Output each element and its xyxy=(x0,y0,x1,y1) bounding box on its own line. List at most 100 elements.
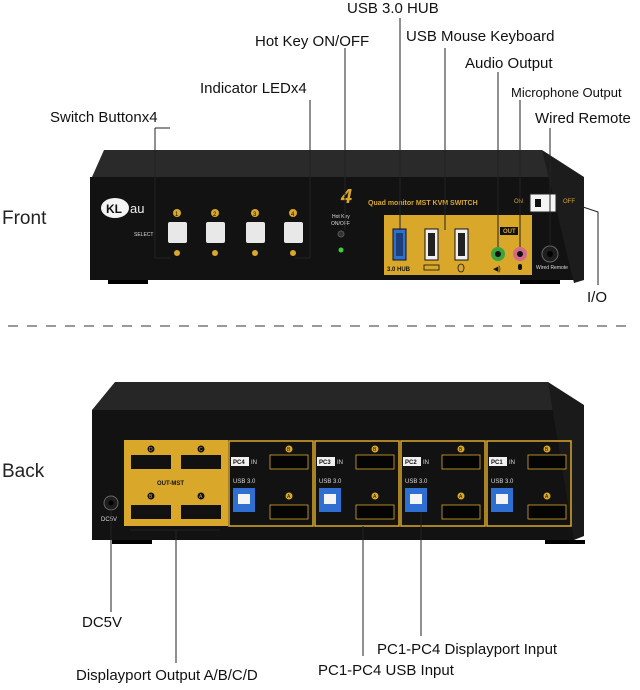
keyboard-icon xyxy=(423,264,440,271)
pc2-b-badge xyxy=(457,445,465,453)
pc2-label: PC2 xyxy=(405,460,417,466)
hotkey-label-1: Hot Key xyxy=(332,214,350,220)
dp-out-d[interactable] xyxy=(131,455,171,469)
switch-button-2[interactable] xyxy=(206,222,225,243)
pc1-usb-label: USB 3.0 xyxy=(491,479,514,485)
on-label: ON xyxy=(514,199,523,205)
switch-button-4[interactable] xyxy=(284,222,303,243)
pc3-a-badge xyxy=(371,492,379,500)
io-callout-label: I/O xyxy=(587,289,608,306)
switch-button-1[interactable] xyxy=(168,222,187,243)
dc5v-jack-hole xyxy=(108,500,114,506)
hotkey-button[interactable] xyxy=(337,230,345,238)
pc1-group: PC1 IN B USB 3.0 A xyxy=(486,440,572,527)
button-number-1: 1 xyxy=(175,212,179,218)
switch-button-3[interactable] xyxy=(246,222,265,243)
mic-out-callout-label: Microphone Output xyxy=(511,85,622,100)
pc2-group: PC2 IN B USB 3.0 A xyxy=(400,440,486,527)
dp-out-c[interactable] xyxy=(181,455,221,469)
wired-remote-callout-label: Wired Remote xyxy=(535,110,631,127)
dp-out-a[interactable] xyxy=(181,505,221,519)
pc4-a-badge xyxy=(285,492,293,500)
pc4-badge xyxy=(231,457,249,466)
pc4-usb-port-inner xyxy=(238,494,250,504)
wired-remote-jack-hole xyxy=(547,251,553,257)
dp-out-b[interactable] xyxy=(131,505,171,519)
pc1-b-badge xyxy=(543,445,551,453)
front-callout-lines xyxy=(154,18,599,285)
pc3-usb-port-inner xyxy=(324,494,336,504)
pc4-usb-label: USB 3.0 xyxy=(233,479,256,485)
indicator-led-1 xyxy=(174,250,180,256)
pc2-usb-port-inner xyxy=(410,494,422,504)
brand-logo-icon xyxy=(101,198,129,218)
pc2-dp-b[interactable] xyxy=(441,454,481,470)
indicator-callout-label: Indicator LEDx4 xyxy=(200,80,307,97)
pc3-group: PC3 IN B USB 3.0 A xyxy=(314,440,400,527)
front-foot-left xyxy=(108,280,148,284)
pc3-a: A xyxy=(373,494,377,500)
pc-usb-callout-label: PC1-PC4 USB Input xyxy=(318,662,454,679)
button-number-2: 2 xyxy=(213,212,217,218)
pc1-dp-a[interactable] xyxy=(527,504,567,520)
pc4-group: PC4 IN B USB 3.0 A xyxy=(228,440,314,527)
badge-a xyxy=(197,492,205,500)
badge-b xyxy=(147,492,155,500)
button-number-2-badge xyxy=(211,209,219,217)
pc2-panel xyxy=(400,440,486,527)
pc3-dp-b[interactable] xyxy=(355,454,395,470)
mic-icon xyxy=(518,264,522,270)
pc4-dp-a[interactable] xyxy=(269,504,309,520)
pc4-dp-b[interactable] xyxy=(269,454,309,470)
badge-c xyxy=(197,445,205,453)
pc2-a: A xyxy=(459,494,463,500)
label-d: D xyxy=(149,447,153,453)
badge-d xyxy=(147,445,155,453)
indicator-led-3 xyxy=(252,250,258,256)
pc4-label: PC4 xyxy=(233,460,245,466)
pc2-b: B xyxy=(459,447,463,453)
button-number-4-badge xyxy=(289,209,297,217)
mic-jack-hole xyxy=(517,251,523,257)
usb30-hub-port-inner xyxy=(396,233,403,256)
pc2-dp-a[interactable] xyxy=(441,504,481,520)
pc1-badge xyxy=(489,457,507,466)
pc1-label: PC1 xyxy=(491,460,503,466)
pc4-a: A xyxy=(287,494,291,500)
brand-au: au xyxy=(130,201,144,216)
pc1-dp-b[interactable] xyxy=(527,454,567,470)
pc2-a-badge xyxy=(457,492,465,500)
brand-kl: KL xyxy=(106,202,122,216)
label-c: C xyxy=(199,447,203,453)
label-a: A xyxy=(199,494,203,500)
pc4-in: IN xyxy=(251,460,257,466)
pc1-a-badge xyxy=(543,492,551,500)
io-switch-knob xyxy=(535,199,541,207)
front-foot-right xyxy=(520,280,560,284)
pc3-dp-a[interactable] xyxy=(355,504,395,520)
switch-buttons: 1 2 3 4 xyxy=(168,209,303,256)
indicator-led-4 xyxy=(290,250,296,256)
usb30-hub-label: 3.0 HUB xyxy=(387,267,411,273)
wired-remote-device-label: Wired Remote xyxy=(536,265,568,271)
pc4-panel xyxy=(228,440,314,527)
out-badge xyxy=(500,227,518,235)
front-right-side xyxy=(542,150,584,283)
back-section-label: Back xyxy=(2,461,45,482)
mouse-icon xyxy=(457,263,465,273)
hotkey-label-2: ON/OFF xyxy=(331,221,350,227)
back-device: DC5V D C OUT-MST B A PC4 IN B USB 3.0 A xyxy=(92,382,585,544)
hotkey-callout-label: Hot Key ON/OFF xyxy=(255,33,370,50)
callout-indicator xyxy=(295,100,311,259)
io-switch[interactable] xyxy=(529,193,557,213)
front-section-label: Front xyxy=(2,208,47,229)
audio-jack-hole xyxy=(495,251,501,257)
model-text: Quad monitor MST KVM SWITCH xyxy=(368,200,478,207)
pc2-in: IN xyxy=(423,460,429,466)
pc2-usb-label: USB 3.0 xyxy=(405,479,428,485)
dc5v-callout-label: DC5V xyxy=(82,614,123,631)
pc1-b: B xyxy=(545,447,549,453)
usb-mouse-port-inner xyxy=(458,233,465,256)
